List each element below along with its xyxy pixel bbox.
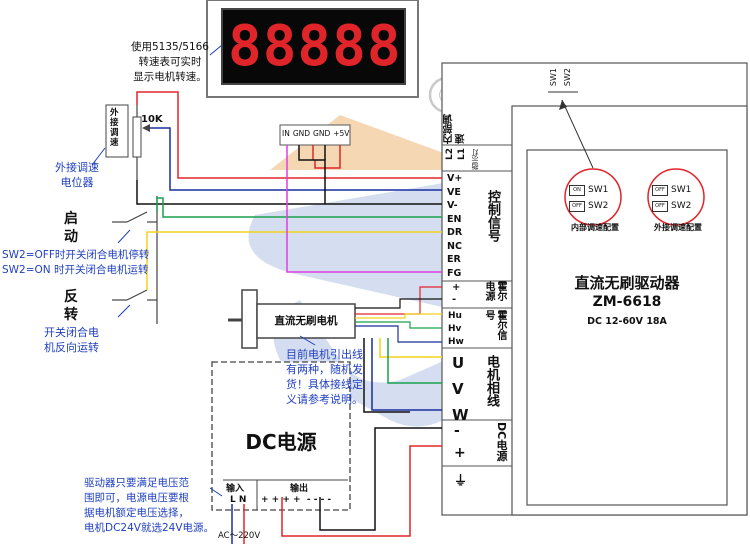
dip-label-sw1: SW1 [549,68,558,87]
indicator-label: 指示灯 [471,149,479,170]
display-connector [279,124,351,146]
display-note: 使用5135/5166 转速表可实时 显示电机转速。 [131,41,209,83]
wire-vminus [136,180,442,205]
terminal-vplus: V+ [447,173,463,184]
wire-fg [286,145,442,273]
wire-u [379,338,442,358]
wire-vplus [136,91,442,179]
driver-model: ZM-6618 [592,294,662,310]
power-output-pins: + + + + - - - - [261,495,332,505]
hall-terminals: Hu Hv Hw [448,310,464,349]
power-supply-title: DC电源 [245,430,317,454]
terminal-l1: L1 [457,148,467,160]
potentiometer-value: 10K [141,114,163,125]
terminal-dr: DR [447,227,463,238]
terminal-ve: VE [447,186,461,198]
potentiometer-wiper [142,124,150,132]
sw2-external-state: OFF [652,200,668,212]
terminal-nc: NC [447,240,462,252]
terminal-fg: FG [447,267,462,279]
dip-label-sw2: SW2 [563,68,572,87]
terminal-w: W [452,406,469,424]
sw2-internal-state: OFF [569,200,585,212]
wire-v [387,338,442,384]
terminal-l2: L2 [445,148,455,160]
terminal-en: EN [447,213,462,225]
terminal-dc-plus: + [454,445,466,461]
wire-dc-plus [281,445,442,537]
wire-dc-minus [319,427,442,531]
display-screen [221,8,406,85]
internal-speed-label: 内部调速 [444,114,467,144]
power-output-label: 输出 [290,484,309,494]
sw1-external-state: OFF [652,184,668,196]
config-external-caption: 外接调速配置 [654,223,702,232]
terminal-hw: Hw [448,337,464,347]
potentiometer-caption: 外接调速 电位器 [55,161,99,189]
control-group-label: 控制信号 [485,190,500,242]
reverse-switch-caption: 开关闭合电 机反向运转 [44,326,99,354]
terminal-er: ER [447,254,461,265]
driver-spec: DC 12-60V 18A [587,316,667,327]
wire-en [156,197,442,218]
start-switch-blade [126,211,148,223]
config-internal-caption: 内部调速配置 [571,223,619,232]
display-connector-pins: IN GND GND +5V [282,129,350,138]
wire-ve [150,127,442,191]
display-digits: 88888 [228,14,402,79]
terminal-hall-minus: - [452,294,457,305]
motor-flange [241,289,258,349]
reverse-switch-blade [126,289,148,301]
potentiometer-resistor [132,116,142,158]
reverse-switch-label: 反转 [64,289,78,323]
sw1-internal-state: ON [569,184,585,196]
dc-terminals: - + [454,420,466,464]
motor-body [256,303,356,339]
ground-terminal-icon: ⏚ [454,474,468,489]
hall-signal-label: 霍尔信号 [483,310,506,340]
power-input-label: 输入 [226,484,245,494]
control-terminals: V+ VE V- EN DR NC ER FG [447,172,487,280]
motor-label: 直流无刷电机 [274,315,338,327]
terminal-hall-plus: + [452,282,461,293]
power-note: 驱动器只要满足电压范 围即可，电源电压要根 据电机额定电压选择， 电机DC24V… [84,477,215,534]
dip-pointer-arrow [559,100,567,110]
terminal-v: V [452,380,464,398]
start-switch-label: 启动 [64,211,78,245]
potentiometer-box [105,104,129,158]
terminal-u: U [452,354,465,372]
terminal-dc-minus: - [454,423,460,439]
hall-power-terminals: + - [452,282,460,306]
terminal-hv: Hv [448,324,462,334]
terminal-hu: Hu [448,311,462,321]
power-supply-box [211,361,351,511]
wire-w [371,338,442,411]
potentiometer-box-label: 外接调速 [110,108,119,148]
driver-title: 直流无刷驱动器 [574,274,680,292]
power-input-pins: L N [230,495,247,505]
wire-dr [146,231,442,290]
start-switch-notes: SW2=OFF时开关闭合电机停转 SW2=ON 时开关闭合电机运转 [2,249,150,276]
motor-phase-label: 电机相线 [484,355,499,407]
motor-note: 目前电机引出线 有两种，随机发 货！具体接线定 义请参考说明。 [286,348,363,406]
dip-pointer-line [561,99,594,169]
hall-power-label: 霍尔电源 [483,281,506,301]
ac-input-label: AC～220V [218,531,261,541]
phase-terminals: U V W [452,350,469,428]
terminal-vminus: V- [447,200,458,211]
dc-power-label: DC电源 [495,422,508,462]
